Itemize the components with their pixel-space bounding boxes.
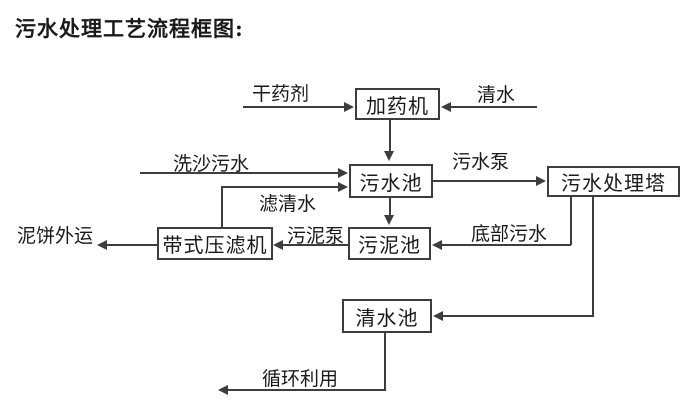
edge-recycle-hline [227, 389, 385, 391]
node-clean-water-pool: 清水池 [342, 299, 432, 333]
edge-sludge-pump-line [282, 244, 348, 246]
label-bottom-wastewater: 底部污水 [471, 223, 548, 245]
arrowhead-left-icon [441, 102, 451, 112]
arrowhead-down-icon [384, 151, 394, 161]
node-dosing-machine: 加药机 [355, 88, 440, 120]
edge-wastewater-pump-line [433, 180, 536, 182]
label-clean-water: 清水 [477, 84, 516, 106]
edge-mud-cake-line [106, 244, 157, 246]
arrowhead-right-icon [338, 168, 348, 178]
node-treatment-tower: 污水处理塔 [547, 166, 680, 197]
node-belt-filter-press: 带式压滤机 [157, 227, 273, 260]
edge-dosing-to-pool-line [389, 120, 391, 151]
edge-tower-to-clean-hline [442, 315, 593, 317]
label-mud-cake-out: 泥饼外运 [17, 225, 94, 247]
node-wastewater-pool: 污水池 [349, 164, 433, 198]
arrowhead-left-icon [273, 240, 283, 250]
node-sludge-pool: 污泥池 [348, 227, 431, 260]
edge-pool-to-sludge-line [389, 198, 391, 216]
label-wastewater-pump: 污水泵 [452, 151, 510, 173]
label-filtered-water: 滤清水 [259, 193, 317, 215]
edge-sand-washing-line [140, 172, 338, 174]
edge-clean-water-line [450, 106, 537, 108]
arrowhead-left-icon [97, 240, 107, 250]
label-sand-washing-wastewater: 洗沙污水 [173, 153, 250, 175]
label-dry-agent: 干药剂 [252, 83, 310, 105]
arrowhead-right-icon [338, 182, 348, 192]
page-title: 污水处理工艺流程框图: [15, 16, 244, 41]
arrowhead-left-icon [433, 311, 443, 321]
edge-recycle-vline [384, 332, 386, 391]
arrowhead-right-icon [344, 102, 354, 112]
arrowhead-left-icon [432, 240, 442, 250]
arrowhead-right-icon [536, 176, 546, 186]
edge-tower-to-clean-vline [592, 197, 594, 317]
edge-bottom-wastewater-hline [441, 244, 571, 246]
label-recycle-use: 循环利用 [262, 368, 339, 390]
edge-bottom-wastewater-vline [570, 197, 572, 245]
edge-dry-agent-line [243, 106, 345, 108]
arrowhead-left-icon [218, 385, 228, 395]
arrowhead-down-icon [384, 215, 394, 225]
label-sludge-pump: 污泥泵 [287, 225, 345, 247]
edge-filtered-water-vline [221, 186, 223, 227]
edge-filtered-water-hline [221, 186, 338, 188]
